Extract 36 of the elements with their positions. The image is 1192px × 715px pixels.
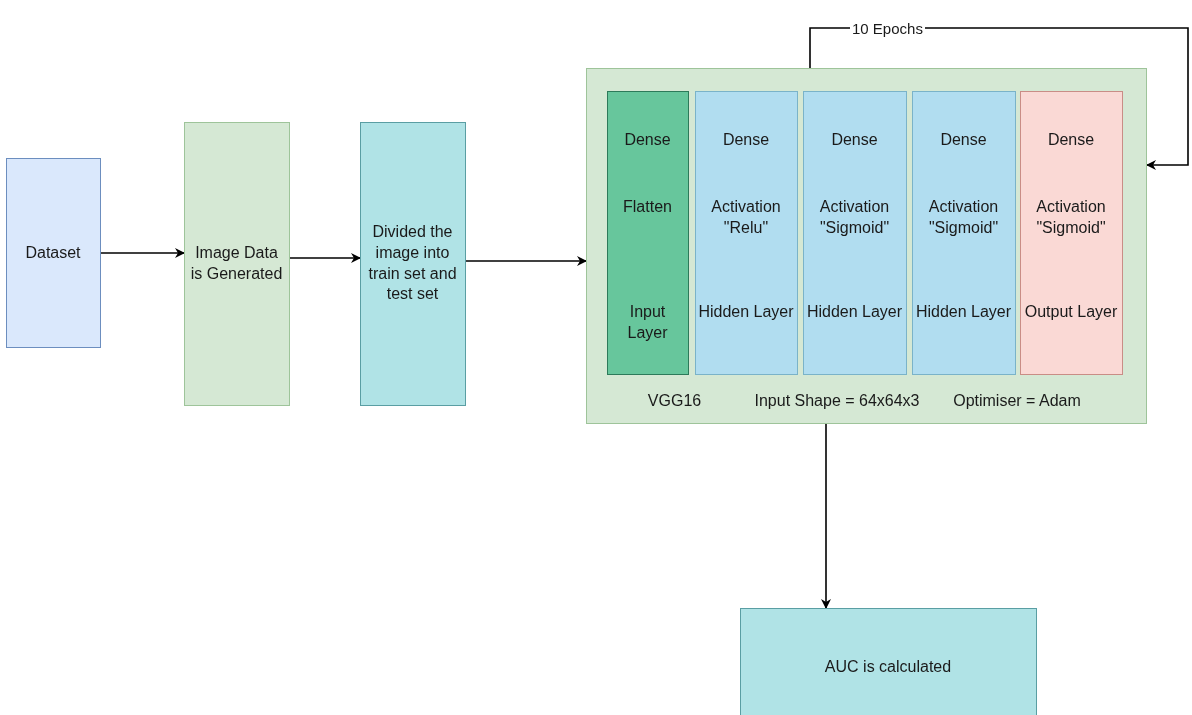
layer-box: [912, 91, 1016, 375]
layer-box: [803, 91, 907, 375]
layer-operation: Activation "Relu": [710, 197, 782, 238]
layer-type: Dense: [721, 130, 771, 150]
model-parameter: Optimiser = Adam: [952, 391, 1082, 411]
step-text: Image Data is Generated: [189, 243, 284, 284]
layer-box: [607, 91, 689, 375]
step-text: Dataset: [24, 242, 82, 263]
process-box: [184, 122, 290, 406]
layer-type: Dense: [939, 130, 988, 150]
layer-operation: Activation "Sigmoid": [1035, 197, 1107, 238]
arrow: [821, 423, 831, 609]
layer-operation: Activation "Sigmoid": [927, 197, 1000, 238]
layer-role: Hidden Layer: [806, 302, 903, 322]
arrow: [100, 248, 185, 258]
step-text: Divided the image into train set and test set: [367, 222, 458, 305]
layer-operation: Flatten: [622, 197, 673, 217]
layer-role: Hidden Layer: [915, 302, 1012, 322]
model-container: [586, 68, 1147, 424]
process-box: [360, 122, 466, 406]
model-name: VGG16: [646, 391, 703, 411]
arrow: [465, 256, 587, 266]
arrow: [289, 253, 361, 263]
layer-operation: Activation "Sigmoid": [818, 197, 891, 238]
layer-box: [695, 91, 798, 375]
model-parameter: Input Shape = 64x64x3: [753, 391, 921, 411]
step-text: AUC is calculated: [823, 657, 953, 677]
process-box: [6, 158, 101, 348]
layer-role: Input Layer: [626, 302, 669, 343]
layer-box: [1020, 91, 1123, 375]
process-box: [740, 608, 1037, 715]
layer-type: Dense: [1046, 130, 1096, 150]
layer-role: Hidden Layer: [698, 302, 794, 322]
layer-role: Output Layer: [1023, 302, 1119, 322]
layer-type: Dense: [623, 130, 672, 150]
layer-type: Dense: [830, 130, 879, 150]
